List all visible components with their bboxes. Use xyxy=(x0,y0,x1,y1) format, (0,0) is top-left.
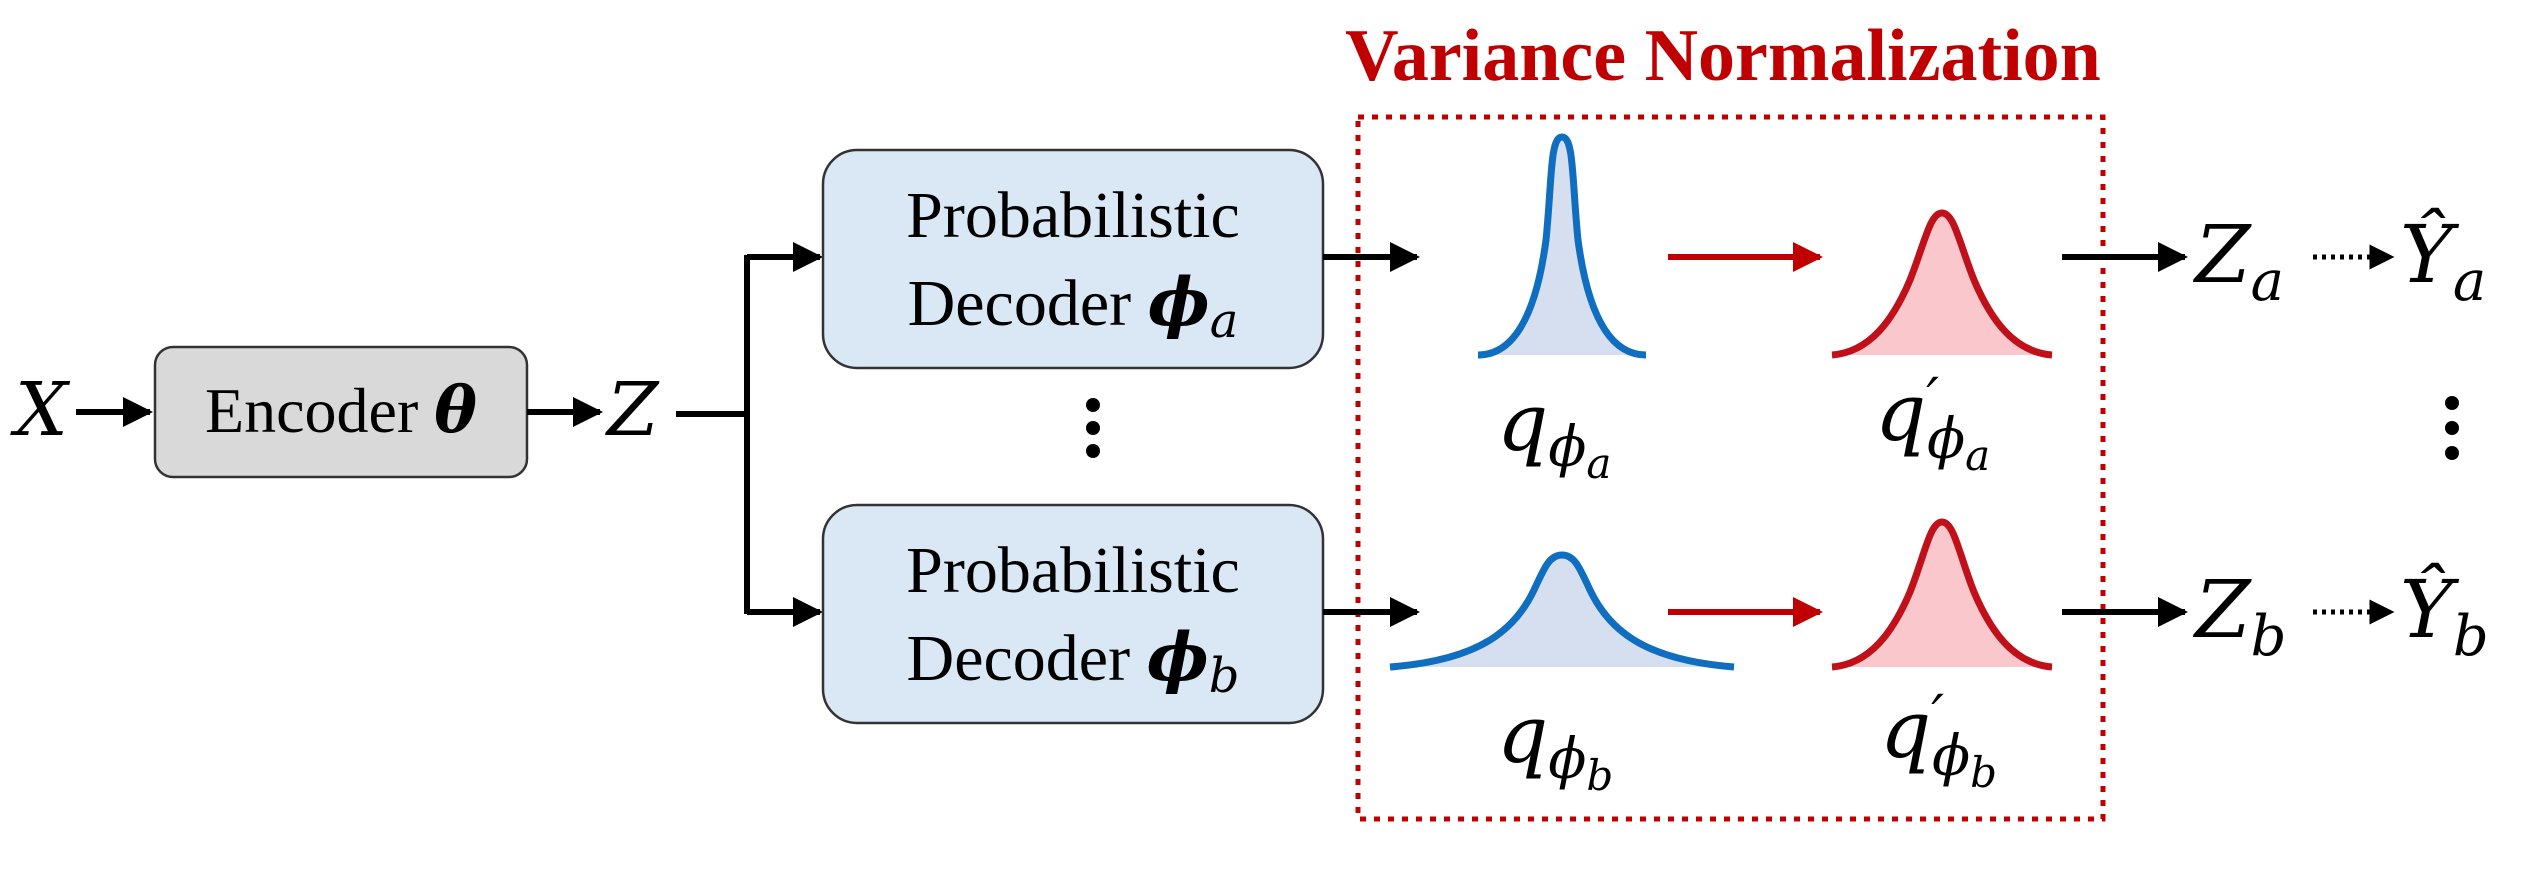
output-z-a-base: Z xyxy=(2192,208,2252,301)
label-q-phi-b-subsub: b xyxy=(1586,751,1613,800)
decoder-b-line2: Decoder ϕb xyxy=(907,618,1240,704)
label-q-phi-a-subsub: a xyxy=(1586,439,1611,488)
decoder-b-line1: Probabilistic xyxy=(906,534,1240,607)
label-q-phi-b: qϕb xyxy=(1497,688,1613,800)
label-q-prime-phi-a-sub: ϕ xyxy=(1927,407,1965,472)
decoder-b-phi: ϕ xyxy=(1147,618,1209,696)
output-y-hat-b-sub: b xyxy=(2453,604,2489,669)
distribution-q-prime-b-fill xyxy=(1832,522,2052,667)
label-q-phi-a-base: q xyxy=(1497,376,1548,469)
label-q-phi-b-sub: ϕ xyxy=(1548,727,1586,792)
output-y-hat-a: Ŷa xyxy=(2400,207,2486,314)
distribution-q-b-curve xyxy=(1389,551,1735,671)
label-q-prime-phi-a-prime: ′ xyxy=(1926,367,1939,432)
distribution-q-b-fill xyxy=(1390,555,1734,667)
label-q-prime-phi-b-sub: ϕ xyxy=(1932,724,1970,789)
output-y-hat-a-sub: a xyxy=(2453,249,2486,314)
output-z-b-base: Z xyxy=(2192,563,2252,656)
label-q-prime-phi-b-base: q xyxy=(1880,683,1931,776)
output-z-a: Za xyxy=(2192,208,2284,314)
branch-connector xyxy=(676,255,750,614)
encoder-text: Encoder xyxy=(205,375,434,446)
encoder-theta: θ xyxy=(434,373,477,448)
label-q-phi-b-base: q xyxy=(1497,688,1548,781)
label-q-prime-phi-a: q′ϕa xyxy=(1875,366,1990,480)
variance-normalization-region xyxy=(1355,114,2106,822)
decoder-a-line1: Probabilistic xyxy=(906,179,1240,252)
decoder-ellipsis xyxy=(1086,398,1100,458)
decoder-a-line2: Decoder ϕa xyxy=(908,263,1239,349)
label-q-phi-a: qϕa xyxy=(1497,376,1611,488)
diagram-title: Variance Normalization xyxy=(1345,15,2101,97)
distribution-q-a-curve xyxy=(1477,133,1647,359)
distribution-q-prime-a-fill xyxy=(1832,213,2052,355)
decoder-b-word: Decoder xyxy=(907,622,1147,695)
distribution-q-b xyxy=(1389,551,1735,671)
label-q-phi-a-sub: ϕ xyxy=(1548,415,1586,480)
distribution-q-a xyxy=(1477,133,1647,359)
decoder-a-phi: ϕ xyxy=(1148,263,1210,341)
label-q-prime-phi-a-subsub: a xyxy=(1965,431,1990,480)
label-q-prime-phi-a-base: q xyxy=(1875,366,1926,459)
label-q-prime-phi-b: q′ϕb xyxy=(1880,683,1997,797)
output-z-b-sub: b xyxy=(2251,604,2287,669)
distribution-q-prime-a xyxy=(1831,209,2053,359)
input-x-label: X xyxy=(10,367,71,453)
output-ellipsis xyxy=(2445,396,2459,460)
label-q-prime-phi-b-subsub: b xyxy=(1970,748,1997,797)
distribution-q-prime-b xyxy=(1831,518,2053,671)
latent-z-label: Z xyxy=(605,367,660,453)
output-y-hat-b-base: Ŷ xyxy=(2400,562,2460,656)
decoder-a-word: Decoder xyxy=(908,267,1148,340)
output-z-a-sub: a xyxy=(2251,249,2284,314)
distribution-q-prime-b-curve xyxy=(1831,518,2053,671)
distribution-q-a-fill xyxy=(1478,137,1646,355)
output-y-hat-a-base: Ŷ xyxy=(2400,207,2460,301)
label-q-prime-phi-b-prime: ′ xyxy=(1931,684,1944,749)
output-z-b: Zb xyxy=(2192,563,2286,669)
distribution-q-prime-a-curve xyxy=(1831,209,2053,359)
decoder-a-sub: a xyxy=(1210,293,1239,349)
decoder-b-sub: b xyxy=(1209,648,1240,704)
output-y-hat-b: Ŷb xyxy=(2400,562,2489,669)
encoder-label: Encoder θ xyxy=(205,373,477,448)
